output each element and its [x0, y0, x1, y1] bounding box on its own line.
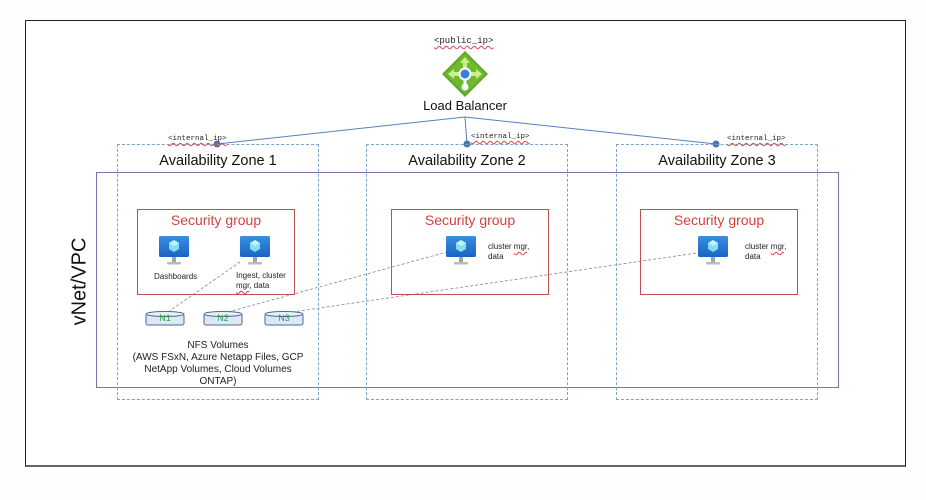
security-group-az1-title: Security group	[170, 212, 262, 228]
security-group-az1	[137, 209, 295, 295]
nfs-volumes-line1: (AWS FSxN, Azure Netapp Files, GCP	[132, 352, 304, 363]
vm-az2-label-cluster: cluster	[488, 242, 514, 251]
vm-az3-label-line1: cluster mgr,	[745, 242, 786, 252]
vm-ingest-label-line2: mgr, data	[236, 281, 286, 291]
lb-to-az1-connector	[216, 116, 466, 145]
virtual-machine-icon	[238, 234, 272, 268]
n3-to-az3-vm-link	[291, 252, 698, 313]
vm-ingest-label-data: , data	[249, 281, 270, 290]
availability-zone-1	[117, 144, 319, 400]
vm-ingest-label-mgr: mgr	[236, 281, 250, 290]
vm-az2-label: cluster mgr, data	[488, 242, 529, 262]
lb-to-az3-connector	[464, 116, 717, 145]
virtual-machine-icon	[444, 234, 478, 268]
nfs-volumes-description: NFS Volumes (AWS FSxN, Azure Netapp File…	[112, 340, 324, 388]
disk-n1-label: N1	[159, 313, 171, 323]
load-balancer-icon	[441, 50, 489, 98]
vm-ingest-label-line1: Ingest, cluster	[236, 271, 286, 280]
vm-az2-label-line2: data	[488, 252, 504, 261]
vm-az2-label-comma: ,	[527, 242, 530, 251]
vm-ingest-label: Ingest, cluster mgr, data	[236, 271, 286, 291]
virtual-machine-icon	[696, 234, 730, 268]
nfs-volumes-line3: ONTAP)	[199, 376, 237, 387]
vm-az3-label-cluster: cluster	[745, 242, 771, 251]
load-balancer-title: Load Balancer	[423, 98, 507, 113]
availability-zone-1-title: Availability Zone 1	[159, 153, 277, 169]
vm-az3-label: cluster mgr, data	[745, 242, 786, 262]
security-group-az3	[640, 209, 798, 295]
disk-n3-shape	[264, 311, 304, 326]
availability-zone-2	[366, 144, 568, 400]
vm-az2-label-mgr: mgr	[513, 242, 528, 251]
virtual-machine-icon	[157, 234, 191, 268]
lb-to-az2-connector	[464, 116, 468, 145]
disk-n2-label: N2	[217, 313, 229, 323]
vm-dashboards-label: Dashboards	[154, 272, 198, 281]
disk-n2-shape	[203, 311, 243, 326]
az1-internal-ip-label: <internal_ip>	[168, 135, 227, 143]
availability-zone-2-title: Availability Zone 2	[408, 153, 526, 169]
public-ip-label: <public_ip>	[434, 36, 494, 46]
availability-zone-3	[616, 144, 818, 400]
vnet-vpc-boundary	[96, 172, 839, 388]
vm-az3-label-mgr: mgr	[770, 242, 785, 251]
disk-n3-label: N3	[278, 313, 290, 323]
availability-zone-3-title: Availability Zone 3	[658, 153, 776, 169]
disk-n1-shape	[145, 311, 185, 326]
security-group-az2	[391, 209, 549, 295]
nfs-volumes-title: NFS Volumes	[187, 340, 249, 351]
az2-internal-ip-label: <internal_ip>	[471, 133, 530, 141]
vm-az3-label-line2: data	[745, 252, 761, 261]
vm-az2-label-line1: cluster mgr,	[488, 242, 529, 252]
nfs-volumes-line2: NetApp Volumes, Cloud Volumes	[144, 364, 292, 375]
az3-internal-ip-label: <internal_ip>	[727, 135, 786, 143]
vm-az3-label-comma: ,	[784, 242, 787, 251]
security-group-az3-title: Security group	[673, 212, 765, 228]
n2-to-az2-vm-link	[227, 251, 448, 313]
vnet-vpc-label: vNet/VPC	[68, 237, 91, 326]
security-group-az2-title: Security group	[424, 212, 516, 228]
